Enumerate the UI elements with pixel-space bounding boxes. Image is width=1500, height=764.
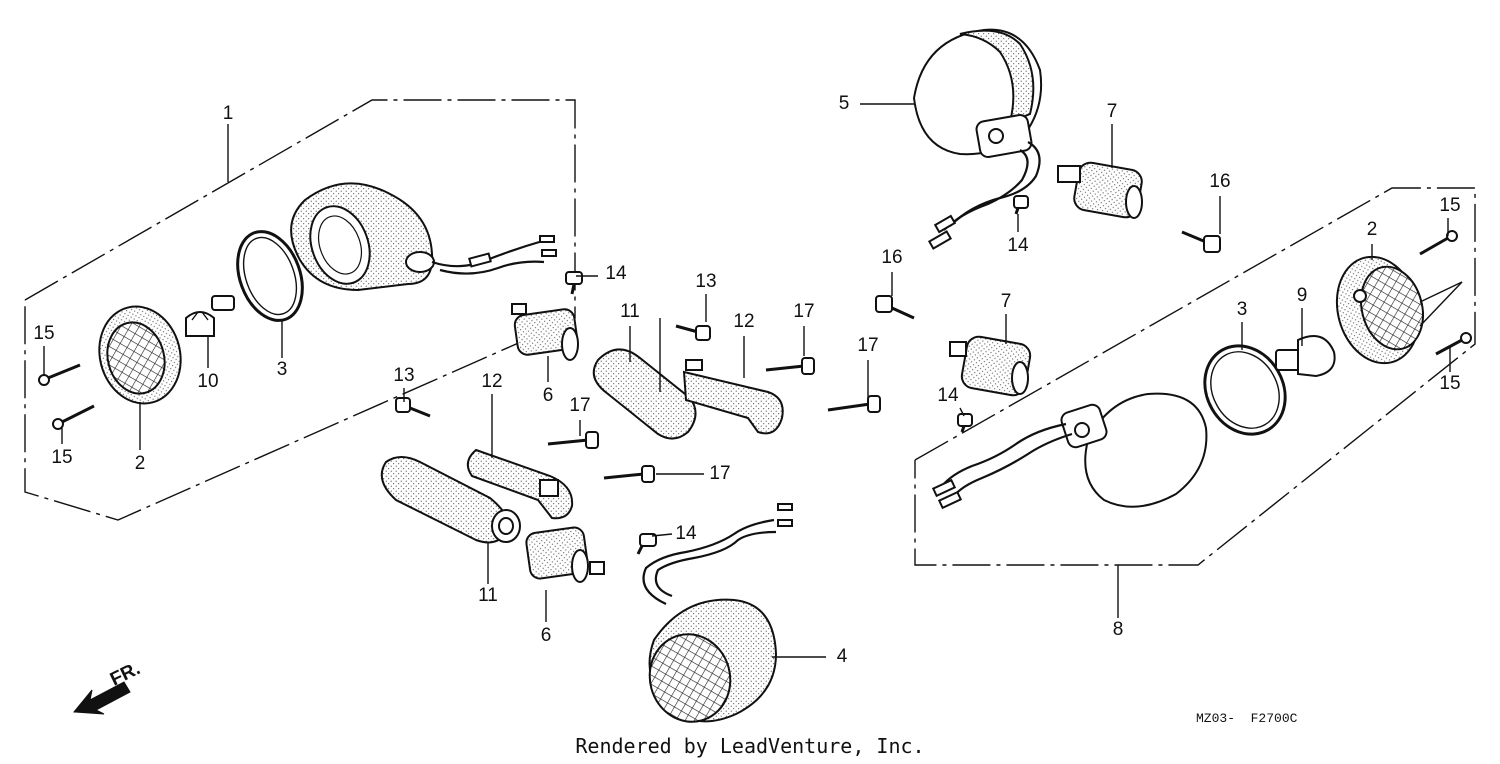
housing-right[interactable] [931, 392, 1208, 510]
callout-6-upper: 6 [543, 385, 554, 406]
callout-2-left: 2 [135, 453, 146, 474]
bolt-17-lower-right[interactable] [603, 465, 655, 483]
callout-16-middle: 16 [881, 247, 902, 268]
screw-right-upper[interactable] [1419, 230, 1458, 256]
callout-14-lower-right: 14 [937, 385, 959, 406]
callout-3-left: 3 [277, 359, 288, 380]
callout-7-lower: 7 [1001, 291, 1012, 312]
leader-lines [43, 103, 1451, 658]
gasket-left[interactable] [226, 223, 314, 330]
screw-14-middle[interactable] [565, 271, 583, 295]
callout-13-lower: 13 [393, 365, 414, 386]
lens-right[interactable] [1325, 247, 1463, 372]
group-box-8 [914, 187, 1476, 566]
bolt-17-upper[interactable] [765, 357, 815, 375]
callout-17-lower-left: 17 [569, 395, 590, 416]
callout-7-upper: 7 [1107, 101, 1118, 122]
callout-6-lower: 6 [541, 625, 552, 646]
callout-15-right-upper: 15 [1439, 195, 1460, 216]
callout-4: 4 [837, 646, 848, 667]
diagram-code: MZ03- F2700C [1196, 711, 1298, 726]
bulb-right[interactable] [1275, 335, 1336, 378]
callout-17-right: 17 [857, 335, 878, 356]
screw-left-upper[interactable] [38, 363, 81, 386]
callout-2-right: 2 [1367, 219, 1378, 240]
relay-7-lower[interactable] [949, 335, 1032, 397]
screw-14-upper-right[interactable] [1013, 195, 1029, 215]
housing-left[interactable] [290, 182, 557, 292]
footer-credit: Rendered by LeadVenture, Inc. [575, 734, 924, 758]
turn-signal-front[interactable] [640, 503, 793, 731]
screw-left-lower[interactable] [52, 404, 95, 430]
bulb-left[interactable] [185, 295, 235, 337]
screw-14-lower[interactable] [636, 533, 657, 555]
callout-1: 1 [223, 103, 234, 124]
gasket-right[interactable] [1189, 331, 1301, 449]
screw-right-lower[interactable] [1435, 332, 1472, 356]
callout-14-lower: 14 [675, 523, 697, 544]
bolt-16-right[interactable] [1181, 230, 1221, 253]
bolt-17-lower-left[interactable] [547, 431, 599, 449]
callout-12-upper: 12 [733, 311, 754, 332]
bracket-lower[interactable] [380, 456, 521, 544]
callout-3-right: 3 [1237, 299, 1248, 320]
callout-17-lower-right: 17 [709, 463, 730, 484]
callout-16-right: 16 [1209, 171, 1230, 192]
relay-upper[interactable] [511, 303, 579, 361]
bracket-upper[interactable] [592, 318, 697, 440]
bolt-17-right[interactable] [827, 395, 881, 413]
callout-9: 9 [1297, 285, 1308, 306]
callout-13-upper: 13 [695, 271, 716, 292]
callout-15-left-upper: 15 [33, 323, 54, 344]
callout-12-lower: 12 [481, 371, 502, 392]
callout-10: 10 [197, 371, 218, 392]
lens-left[interactable] [89, 297, 192, 412]
turn-signal-rear-upper[interactable] [912, 28, 1043, 250]
relay-lower[interactable] [525, 526, 605, 583]
clamp-lower[interactable] [466, 448, 574, 520]
callout-numbers: 1 2 3 10 15 15 14 6 11 13 12 17 13 12 17… [33, 93, 1460, 667]
front-direction-indicator: FR. [72, 658, 144, 715]
callout-14-upper-right: 14 [1007, 235, 1029, 256]
callout-17-upper: 17 [793, 301, 814, 322]
front-arrow-icon [72, 681, 131, 715]
callout-15-right-lower: 15 [1439, 373, 1460, 394]
callout-5: 5 [839, 93, 850, 114]
front-label: FR. [107, 658, 144, 690]
bolt-16-middle[interactable] [875, 295, 915, 320]
screw-14-lower-right[interactable] [957, 413, 973, 433]
callout-8: 8 [1113, 619, 1124, 640]
callout-15-left-lower: 15 [51, 447, 72, 468]
callout-14-middle: 14 [605, 263, 627, 284]
callout-11-lower: 11 [478, 585, 498, 606]
screw-13-lower[interactable] [395, 397, 431, 418]
screw-13-upper[interactable] [675, 324, 711, 341]
relay-7-upper[interactable] [1057, 161, 1144, 219]
clamp-upper[interactable] [682, 359, 784, 435]
callout-11-upper: 11 [620, 301, 640, 322]
